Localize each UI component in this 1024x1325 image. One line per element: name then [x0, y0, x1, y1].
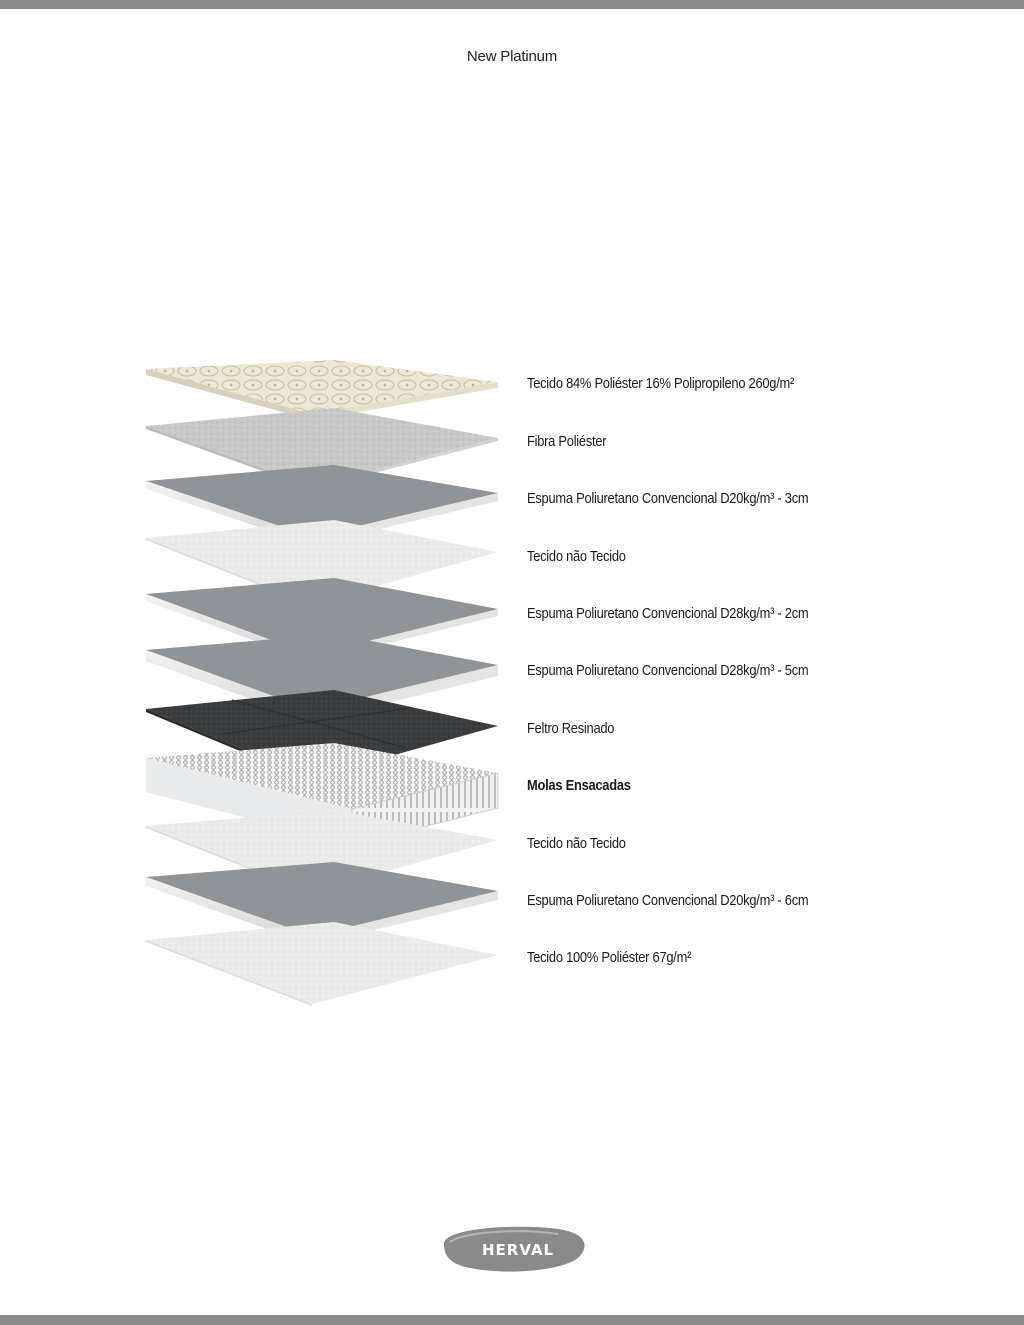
layer-label: Tecido 84% Poliéster 16% Polipropileno 2… — [527, 375, 795, 392]
herval-logo: HERVAL — [444, 1226, 585, 1272]
layer-label: Espuma Poliuretano Convencional D20kg/m³… — [527, 490, 809, 507]
top-bar — [0, 0, 1024, 9]
document-title: New Platinum — [466, 48, 558, 65]
layer-label: Fibra Poliéster — [527, 433, 607, 450]
layer-label: Espuma Poliuretano Convencional D28kg/m³… — [527, 662, 809, 679]
layer-label: Espuma Poliuretano Convencional D20kg/m³… — [527, 892, 809, 909]
logo-text: HERVAL — [482, 1241, 554, 1259]
layer-label: Tecido não Tecido — [527, 548, 626, 565]
layer-label: Tecido 100% Poliéster 67g/m² — [527, 949, 692, 966]
layer-label: Feltro Resinado — [527, 720, 615, 737]
layer-label: Tecido não Tecido — [527, 835, 626, 852]
bottom-bar — [0, 1315, 1024, 1325]
layer-base-fabric — [146, 922, 498, 1006]
layer-label-highlight: Molas Ensacadas — [527, 777, 631, 794]
layer-quilted-fabric — [146, 360, 498, 420]
layer-label: Espuma Poliuretano Convencional D28kg/m³… — [527, 605, 809, 622]
